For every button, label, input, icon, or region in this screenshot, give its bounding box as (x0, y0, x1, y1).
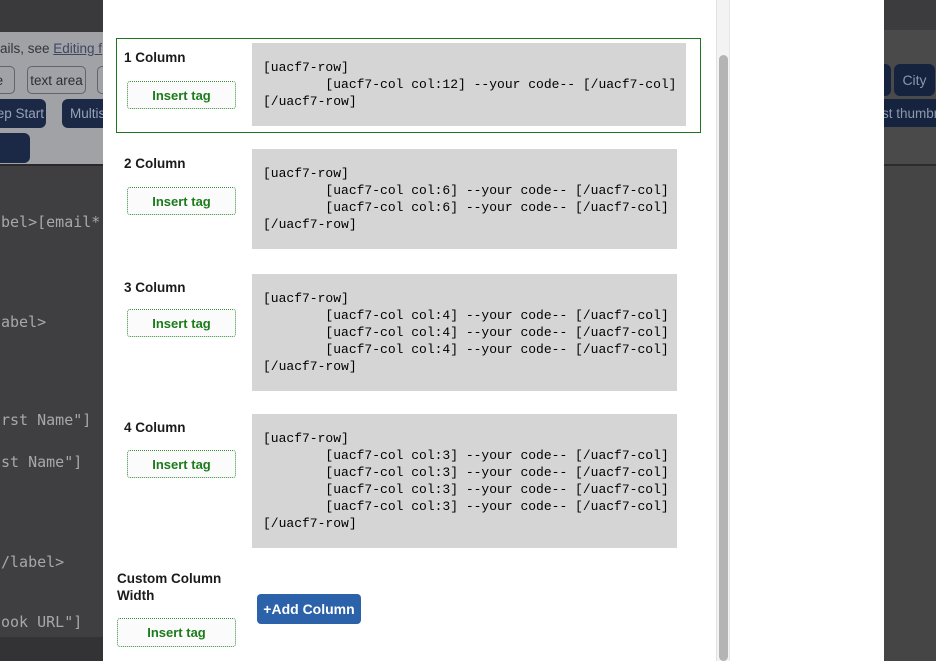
editing-form-template-link: Editing f (53, 41, 103, 56)
four-column-label: 4 Column (124, 420, 186, 435)
one-column-code: [uacf7-row] [uacf7-col col:12] --your co… (252, 43, 686, 126)
modal-scrollbar-track[interactable] (716, 0, 730, 661)
multistep-start-button: ep Start (0, 99, 46, 128)
editor-hint-text: ails, see Editing f (0, 41, 103, 56)
editor-top-border (0, 164, 103, 166)
three-column-insert-tag-button[interactable]: Insert tag (127, 309, 236, 337)
tag-button-text-area: text area (27, 66, 86, 94)
editor-code-line: ook URL"] (1, 613, 83, 631)
dimmed-background-right: City st thumbn (884, 0, 936, 661)
custom-insert-tag-button[interactable]: Insert tag (117, 618, 236, 647)
multistep-button: Multis (62, 99, 103, 128)
hint-prefix: ails, see (0, 41, 54, 56)
add-column-button[interactable]: +Add Column (257, 594, 361, 624)
tag-button-cut (97, 66, 103, 94)
editor-code-line: /label> (1, 553, 65, 571)
one-column-insert-tag-button[interactable]: Insert tag (127, 81, 236, 109)
two-column-label: 2 Column (124, 156, 186, 171)
tag-button-partial-right (884, 64, 891, 96)
three-column-label: 3 Column (124, 280, 186, 295)
column-layout-modal: 1 Column Insert tag [uacf7-row] [uacf7-c… (103, 0, 884, 661)
editor-area-right (884, 166, 936, 661)
two-column-insert-tag-button[interactable]: Insert tag (127, 187, 236, 215)
two-column-code: [uacf7-row] [uacf7-col col:6] --your cod… (252, 149, 677, 249)
editor-top-border-right (884, 164, 936, 166)
four-column-insert-tag-button[interactable]: Insert tag (127, 450, 236, 478)
post-thumbnail-button: st thumbn (884, 99, 936, 127)
form-template-editor: bel>[email* abel> rst Name"] st Name"] /… (0, 166, 103, 637)
four-column-code: [uacf7-row] [uacf7-col col:3] --your cod… (252, 414, 677, 548)
city-button: City (894, 64, 935, 96)
three-column-code: [uacf7-row] [uacf7-col col:4] --your cod… (252, 274, 677, 391)
modal-scrollbar-thumb[interactable] (719, 55, 728, 661)
custom-column-width-label: Custom Column Width (117, 571, 222, 603)
dimmed-background-left: ails, see Editing f te text area ep Star… (0, 0, 103, 661)
below-editor-area (0, 637, 103, 661)
editor-code-line: abel> (1, 313, 47, 331)
editor-code-line: rst Name"] (1, 411, 92, 429)
admin-bar (0, 0, 103, 32)
navy-button-partial (0, 133, 30, 163)
tag-button-partial: te (0, 66, 15, 94)
one-column-label: 1 Column (124, 50, 186, 65)
admin-bar-right (884, 0, 936, 30)
editor-code-line: st Name"] (1, 453, 83, 471)
editor-code-line: bel>[email* (1, 213, 103, 231)
